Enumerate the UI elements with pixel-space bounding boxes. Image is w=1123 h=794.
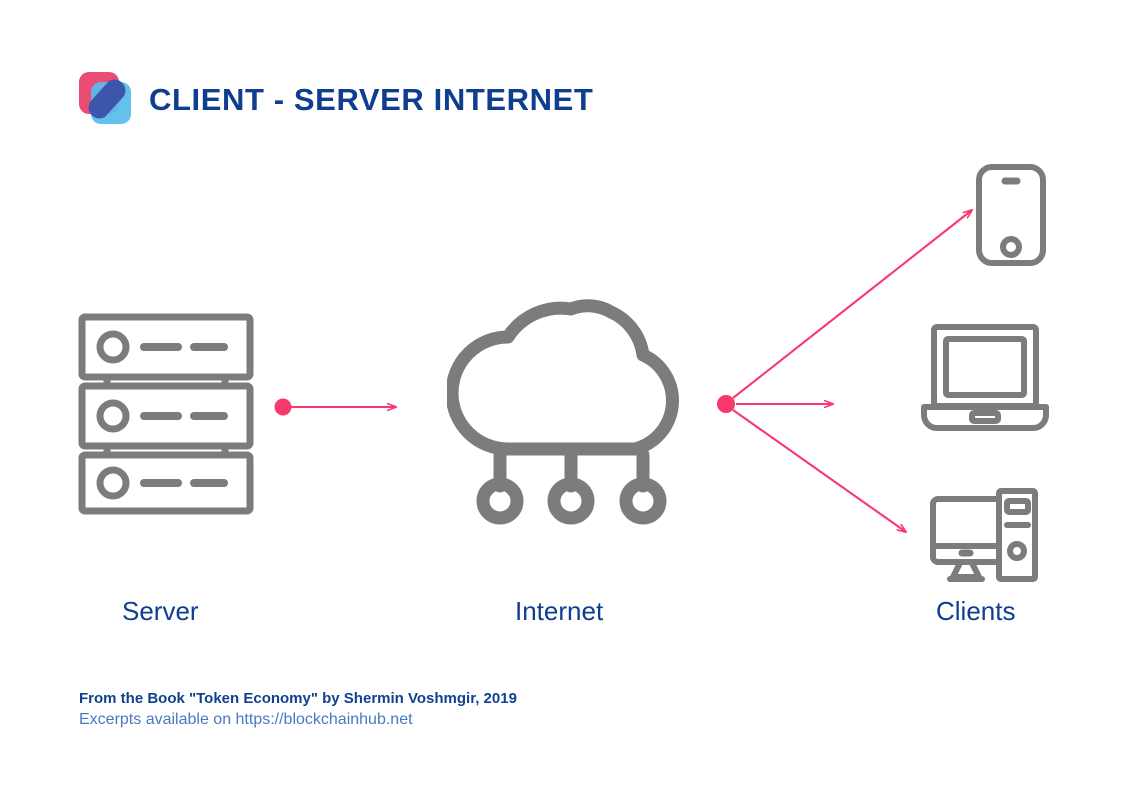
page-title: CLIENT - SERVER INTERNET: [149, 82, 594, 117]
label-internet: Internet: [515, 596, 604, 626]
connection-server-to-internet: [274, 398, 397, 416]
label-clients: Clients: [936, 596, 1016, 626]
smartphone-icon: [975, 163, 1047, 267]
label-server: Server: [122, 596, 199, 626]
server-rack-icon: [78, 313, 254, 515]
footer: From the Book "Token Economy" by Shermin…: [79, 689, 517, 731]
laptop-icon: [920, 323, 1050, 432]
footer-attribution: From the Book "Token Economy" by Shermin…: [79, 690, 517, 707]
cloud-network-icon: [447, 283, 695, 525]
page-header: CLIENT - SERVER INTERNET: [79, 72, 593, 127]
desktop-computer-icon: [929, 487, 1039, 583]
connection-internet-to-clients: [717, 210, 972, 532]
footer-source-url: Excerpts available on https://blockchain…: [79, 711, 413, 728]
blockchainhub-logo-icon: [79, 72, 131, 127]
